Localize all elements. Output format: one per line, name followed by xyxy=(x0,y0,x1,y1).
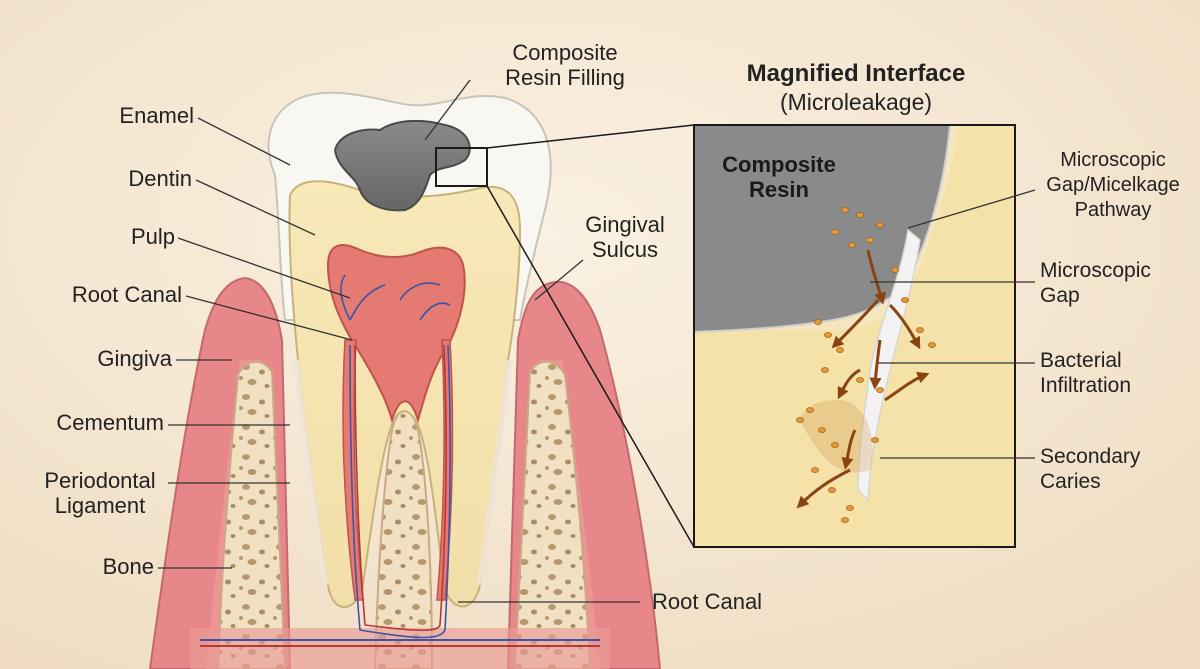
label-gingival-sulcus: Gingival Sulcus xyxy=(585,212,665,262)
inset-panel xyxy=(693,124,1016,548)
inset-subtitle: (Microleakage) xyxy=(779,89,933,115)
callout-gap-pathway: Microscopic Gap/Micelkage Pathway xyxy=(1046,149,1180,221)
infiltration-arrows xyxy=(796,249,930,509)
nerves xyxy=(200,274,600,647)
callout-gap: Microscopic Gap xyxy=(1040,259,1151,307)
bone xyxy=(216,360,592,669)
magnify-line-bottom xyxy=(486,185,695,548)
label-cementum: Cementum xyxy=(56,410,164,435)
inset-title: Magnified Interface xyxy=(746,60,966,87)
label-periodontal-ligament: Periodontal Ligament xyxy=(44,468,156,518)
label-bone: Bone xyxy=(102,554,154,579)
label-composite-filling: Composite Resin Filling xyxy=(505,40,625,90)
label-root-canal-bottom: Root Canal xyxy=(652,589,763,614)
base-tissue xyxy=(190,628,610,669)
magnify-line-top xyxy=(486,124,695,149)
callout-secondary: Secondary Caries xyxy=(1040,445,1141,493)
bacteria xyxy=(796,207,936,523)
callout-bacterial: Bacterial Infiltration xyxy=(1040,349,1132,397)
magnify-source-box xyxy=(435,147,488,187)
label-enamel: Enamel xyxy=(119,103,194,128)
label-gingiva: Gingiva xyxy=(97,346,172,371)
cementum xyxy=(293,359,513,586)
label-pulp: Pulp xyxy=(130,224,175,249)
label-dentin: Dentin xyxy=(128,166,192,191)
label-root-canal-left: Root Canal xyxy=(71,282,182,307)
inset-resin-label: Composite Resin xyxy=(722,152,836,202)
leader-lines xyxy=(158,79,1036,603)
composite-filling xyxy=(333,119,471,212)
